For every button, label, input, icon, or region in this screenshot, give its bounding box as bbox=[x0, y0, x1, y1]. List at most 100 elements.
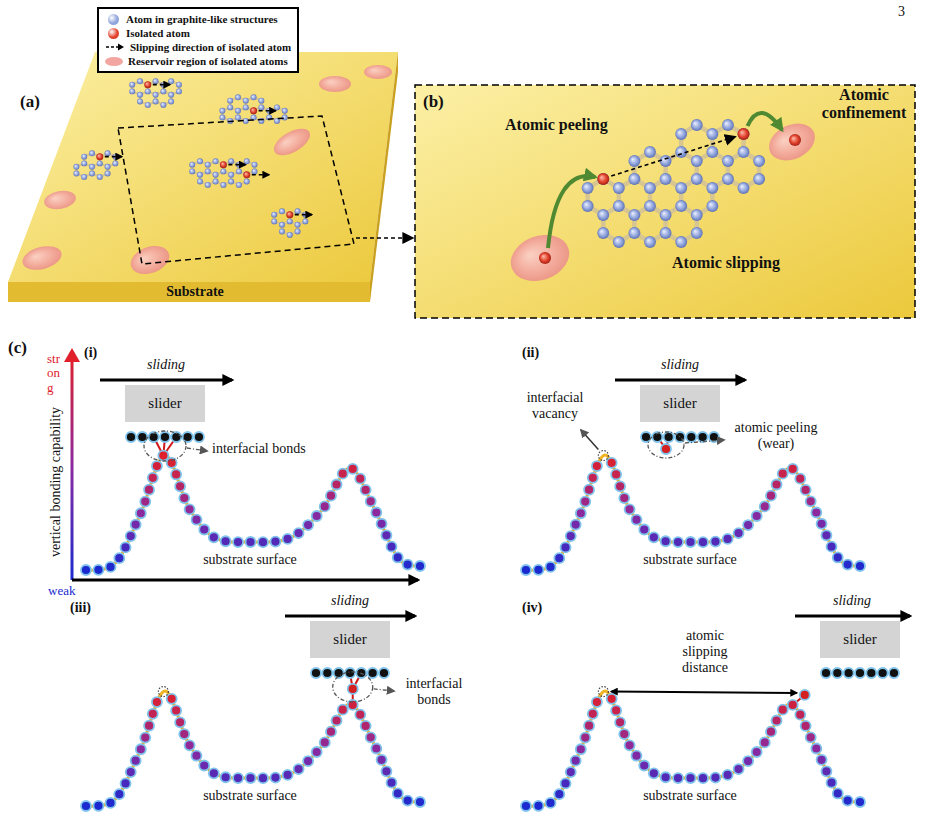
surface-atom bbox=[381, 530, 391, 540]
surface-atom bbox=[171, 705, 181, 715]
slider-box: slider bbox=[640, 385, 720, 422]
slider-atom bbox=[137, 432, 147, 442]
graphite-atom bbox=[189, 168, 195, 174]
slider-atom bbox=[866, 668, 876, 678]
legend-swatch bbox=[108, 14, 119, 25]
surface-atom bbox=[806, 732, 816, 742]
graphite-atom bbox=[153, 99, 159, 105]
surface-atom bbox=[179, 729, 189, 739]
surface-atom bbox=[270, 773, 280, 783]
surface-atom bbox=[338, 705, 348, 715]
graphite-atom bbox=[613, 200, 625, 212]
surface-atom bbox=[361, 485, 371, 495]
graphite-atom bbox=[738, 182, 750, 194]
surface-atom bbox=[625, 740, 635, 750]
surface-atom bbox=[615, 717, 625, 727]
slider-atom bbox=[686, 432, 696, 442]
sub-panel-label: (ii) bbox=[522, 345, 539, 361]
graphite-atom bbox=[137, 92, 143, 98]
surface-atom bbox=[698, 537, 708, 547]
surface-atom bbox=[611, 469, 621, 479]
surface-atom bbox=[348, 464, 358, 474]
graphite-atom bbox=[244, 179, 250, 185]
graphite-atom bbox=[613, 182, 625, 194]
legend-text: Isolated atom bbox=[126, 27, 190, 39]
graphite-atom bbox=[251, 108, 257, 114]
surface-atom bbox=[566, 767, 576, 777]
process-label: Atomic slipping bbox=[672, 254, 780, 272]
legend-text: Slipping direction of isolated atom bbox=[130, 41, 291, 53]
surface-atom bbox=[131, 756, 141, 766]
surface-atom bbox=[393, 788, 403, 798]
graphite-atom bbox=[129, 82, 135, 88]
surface-atom bbox=[167, 694, 177, 704]
surface-atom bbox=[533, 801, 543, 811]
surface-atom bbox=[152, 697, 162, 707]
graphite-atom bbox=[189, 162, 195, 168]
surface-atom bbox=[332, 480, 342, 490]
surface-atom bbox=[338, 469, 348, 479]
surface-atom bbox=[158, 451, 168, 461]
surface-atom bbox=[566, 531, 576, 541]
surface-atom bbox=[584, 721, 594, 731]
surface-atom bbox=[136, 508, 146, 518]
isolated-atom bbox=[539, 252, 551, 264]
surface-atom bbox=[752, 511, 762, 521]
surface-atom bbox=[673, 773, 683, 783]
surface-atom bbox=[788, 700, 798, 710]
slider-atom bbox=[334, 668, 344, 678]
surface-atom bbox=[855, 797, 865, 807]
isolated-atom bbox=[220, 161, 227, 168]
graphite-atom bbox=[738, 146, 750, 158]
graphite-atom bbox=[295, 229, 301, 235]
highlight-ellipse bbox=[333, 672, 373, 702]
graphite-atom bbox=[644, 182, 656, 194]
surface-atom bbox=[795, 474, 805, 484]
surface-atom bbox=[576, 744, 586, 754]
graphite-atom bbox=[145, 88, 151, 94]
surface-atom bbox=[639, 760, 649, 770]
surface-atom bbox=[246, 537, 256, 547]
surface-atom bbox=[393, 552, 403, 562]
surface-atom bbox=[801, 721, 811, 731]
sub-panel bbox=[64, 348, 425, 580]
graphite-atom bbox=[644, 236, 656, 248]
surface-atom bbox=[619, 729, 629, 739]
graphite-atom bbox=[706, 146, 718, 158]
graphite-atom bbox=[258, 104, 264, 110]
graphite-atom bbox=[271, 218, 277, 224]
slider-label: slider bbox=[148, 395, 181, 412]
graphite-atom bbox=[197, 172, 203, 178]
graphite-atom bbox=[287, 218, 293, 224]
graphite-atom bbox=[691, 227, 703, 239]
sub-panel-label: (iii) bbox=[70, 600, 91, 616]
surface-atom bbox=[171, 469, 181, 479]
graphite-atom bbox=[691, 119, 703, 131]
legend-arrow-sample bbox=[105, 42, 125, 52]
surface-atom bbox=[199, 524, 209, 534]
surface-atom bbox=[403, 796, 413, 806]
surface-atom bbox=[209, 532, 219, 542]
surface-label: substrate surface bbox=[203, 788, 297, 804]
graphite-atom bbox=[675, 182, 687, 194]
surface-atom bbox=[403, 560, 413, 570]
graphite-atom bbox=[213, 158, 219, 164]
reservoir-region bbox=[763, 116, 821, 167]
surface-atom bbox=[320, 501, 330, 511]
slider-atom bbox=[832, 668, 842, 678]
surface-atom bbox=[833, 552, 843, 562]
substrate-surface-line bbox=[526, 691, 860, 806]
surface-atom bbox=[179, 493, 189, 503]
graphite-atom bbox=[97, 160, 103, 166]
reservoir-region bbox=[270, 123, 315, 160]
isolated-atom bbox=[286, 211, 293, 218]
graphite-atom bbox=[228, 179, 234, 185]
graphite-atom bbox=[644, 200, 656, 212]
surface-atom bbox=[592, 697, 602, 707]
graphite-atom bbox=[722, 173, 734, 185]
panel-label: (c) bbox=[8, 338, 27, 358]
surface-atom bbox=[631, 751, 641, 761]
surface-atom bbox=[233, 537, 243, 547]
graphite-atom bbox=[73, 164, 79, 170]
